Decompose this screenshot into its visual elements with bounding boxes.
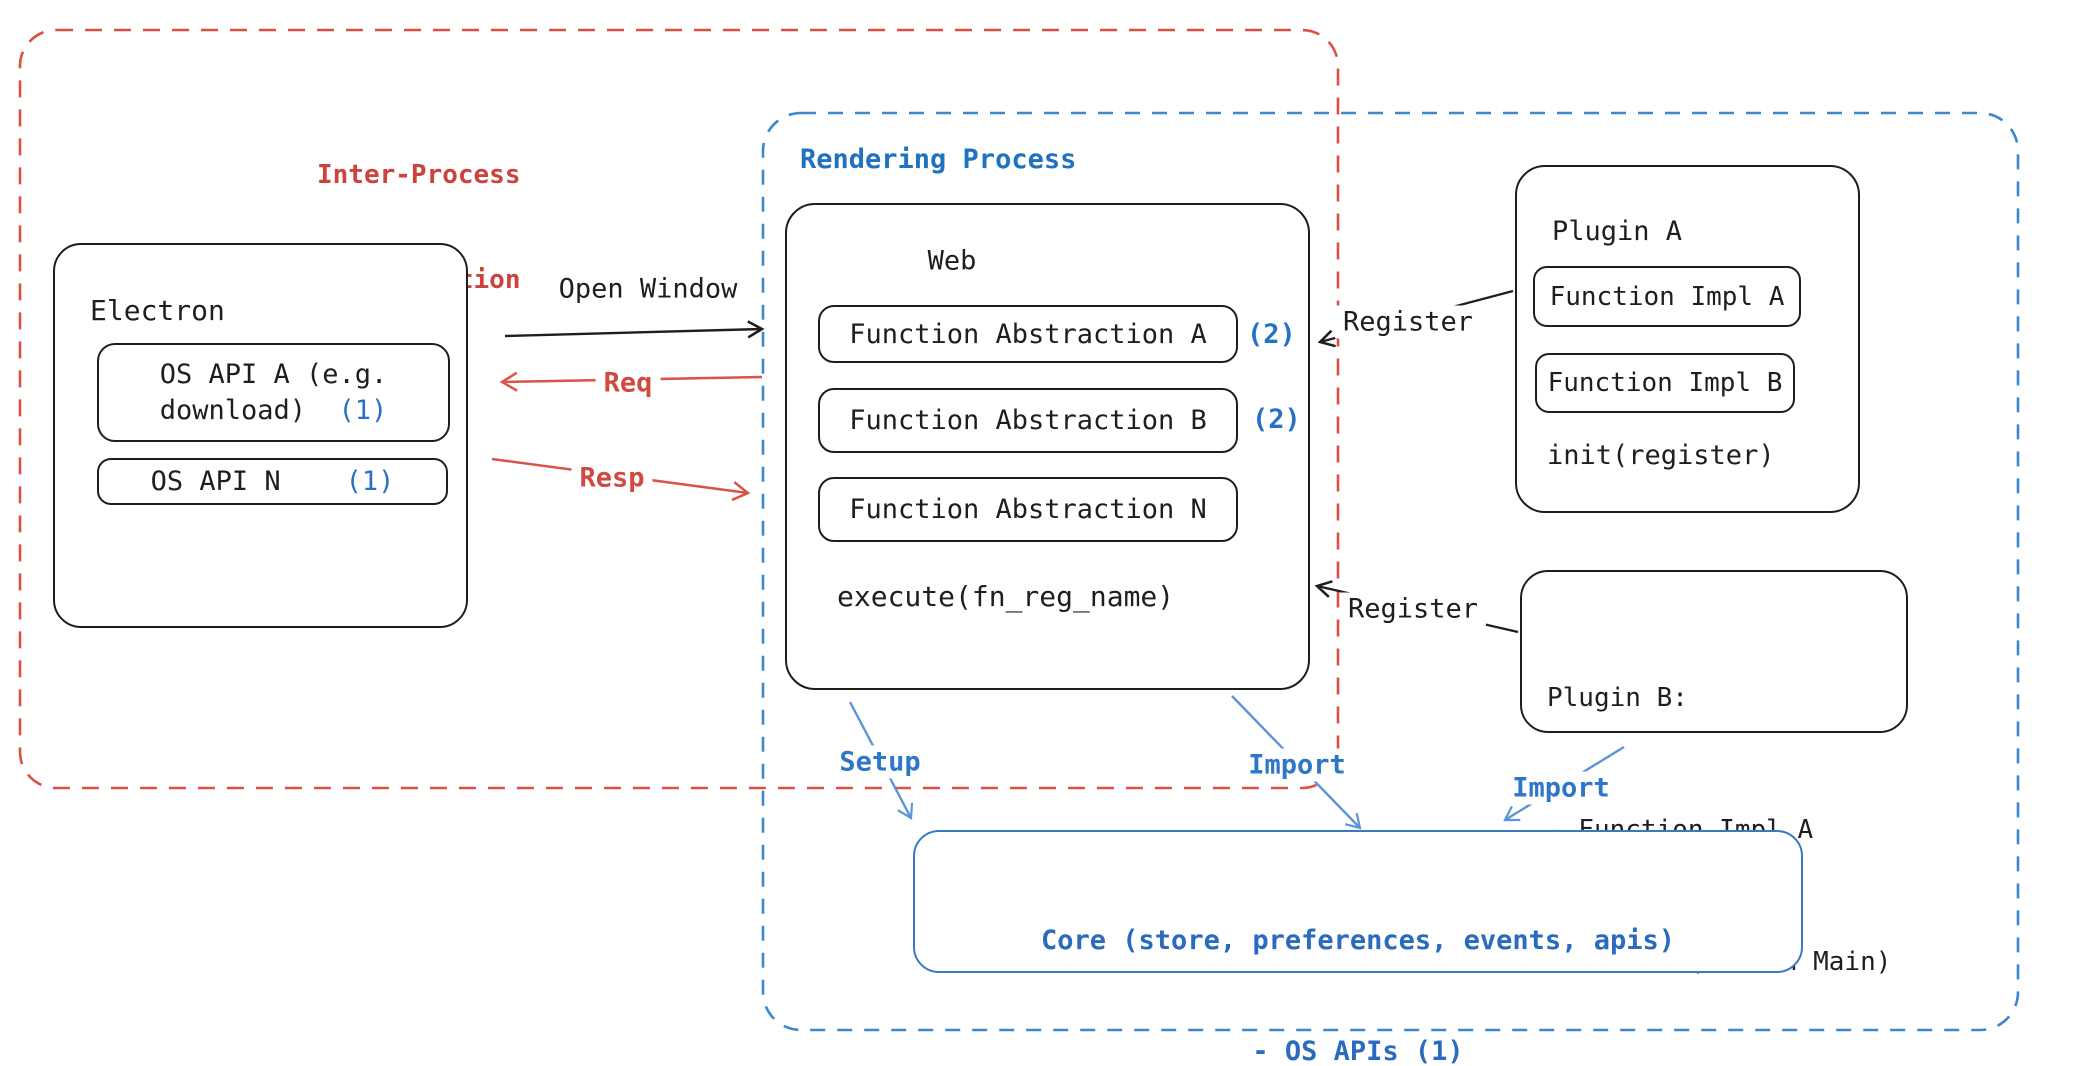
function-abstraction-a-label: Function Abstraction A [849,318,1207,350]
os-api-n-badge: (1) [345,466,395,497]
plugin-a-node [1515,165,1860,513]
setup-arrow-label: Setup [831,745,929,779]
core-node [913,830,1803,973]
function-abstraction-a-badge: (2) [1247,319,1296,350]
register-a-arrow-label: Register [1334,305,1482,339]
electron-node-title: Electron [90,294,225,327]
init-register-label: init(register) [1547,440,1775,471]
function-impl-a-box: Function Impl A [1533,266,1801,327]
ipc-container-outline [18,28,1340,790]
plugin-b-node [1520,570,1908,733]
os-api-a-line1: OS API A (e.g. [159,358,388,390]
open-window-arrow-label: Open Window [558,273,738,305]
rendering-container-title: Rendering Process [800,144,1077,175]
open-window-arrow [504,320,765,339]
ipc-title-line1: Inter-Process [317,160,521,190]
os-api-n-box: OS API N (1) [97,458,448,505]
function-abstraction-b-label: Function Abstraction B [849,405,1207,436]
os-api-a-badge: (1) [338,394,388,426]
core-line-2: - OS APIs (1) [1252,1036,1464,1066]
function-abstraction-a-box: Function Abstraction A [818,305,1238,363]
plugin-b-node-title: Plugin B: [1547,683,1688,713]
os-api-n-label: OS API N [150,466,281,497]
execute-label: execute(fn_reg_name) [837,580,1175,613]
core-line-1: Core (store, preferences, events, apis) [1041,925,1675,956]
function-impl-b-box: Function Impl B [1535,353,1795,413]
import-plugin-arrow-label: Import [1504,771,1618,805]
function-abstraction-n-label: Function Abstraction N [849,494,1207,525]
os-api-a-box: OS API A (e.g. download) (1) [97,343,450,442]
rendering-container-outline [761,111,2020,1032]
import-web-arrow-label: Import [1240,748,1354,782]
os-api-a-line2: download) (1) [159,394,388,426]
plugin-a-node-title: Plugin A [1552,216,1683,247]
function-abstraction-b-badge: (2) [1252,404,1301,435]
function-abstraction-b-box: Function Abstraction B [818,388,1238,453]
req-arrow-label: Req [595,366,661,400]
register-b-arrow-label: Register [1339,592,1487,626]
function-impl-b-label: Function Impl B [1547,368,1783,398]
core-text: Core (store, preferences, events, apis) … [913,848,1803,1066]
web-node-title: Web [927,245,977,277]
resp-arrow-label: Resp [571,461,653,495]
function-abstraction-n-box: Function Abstraction N [818,477,1238,542]
function-impl-a-label: Function Impl A [1549,281,1785,312]
